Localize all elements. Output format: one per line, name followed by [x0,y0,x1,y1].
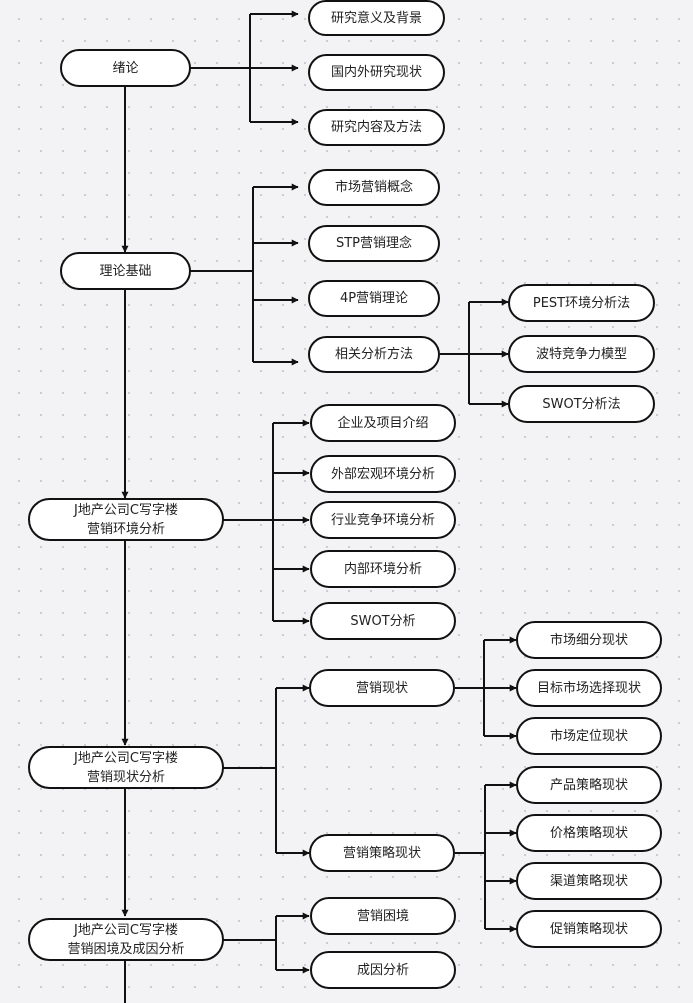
node-yanjiu-neirong[interactable]: 研究内容及方法 [308,109,445,146]
node-xulun[interactable]: 绪论 [60,49,191,87]
node-pest[interactable]: PEST环境分析法 [508,284,655,322]
node-yanjiu-yiyi[interactable]: 研究意义及背景 [308,0,445,36]
node-cuxiao[interactable]: 促销策略现状 [516,910,662,948]
node-kunjing[interactable]: J地产公司C写字楼 营销困境及成因分析 [28,918,224,961]
node-mubiao[interactable]: 目标市场选择现状 [516,669,662,707]
node-swot[interactable]: SWOT分析 [310,602,456,640]
node-waibu[interactable]: 外部宏观环境分析 [310,455,456,493]
node-qudao[interactable]: 渠道策略现状 [516,862,662,900]
node-guonei-guowai[interactable]: 国内外研究现状 [308,54,445,91]
node-xiangguan[interactable]: 相关分析方法 [308,336,440,373]
node-swot-fa[interactable]: SWOT分析法 [508,385,655,423]
node-chengyin[interactable]: 成因分析 [310,951,456,989]
node-shichang-gainian[interactable]: 市场营销概念 [308,169,440,206]
node-chanpin[interactable]: 产品策略现状 [516,766,662,804]
node-hangye[interactable]: 行业竞争环境分析 [310,501,456,539]
node-lilun[interactable]: 理论基础 [60,252,191,290]
node-yingxiao-xianzhuang[interactable]: 营销现状 [309,669,455,707]
node-neibu[interactable]: 内部环境分析 [310,550,456,588]
node-huanjing[interactable]: J地产公司C写字楼 营销环境分析 [28,498,224,541]
node-qiye[interactable]: 企业及项目介绍 [310,404,456,442]
node-celue-xianzhuang[interactable]: 营销策略现状 [309,834,455,872]
node-dingwei[interactable]: 市场定位现状 [516,717,662,755]
node-yingxiao-kunjing[interactable]: 营销困境 [310,897,456,935]
node-stp[interactable]: STP营销理念 [308,225,440,262]
node-xifen[interactable]: 市场细分现状 [516,621,662,659]
node-jiage[interactable]: 价格策略现状 [516,814,662,852]
node-4p[interactable]: 4P营销理论 [308,280,440,317]
node-bote[interactable]: 波特竞争力模型 [508,335,655,373]
node-xianzhuang[interactable]: J地产公司C写字楼 营销现状分析 [28,746,224,789]
